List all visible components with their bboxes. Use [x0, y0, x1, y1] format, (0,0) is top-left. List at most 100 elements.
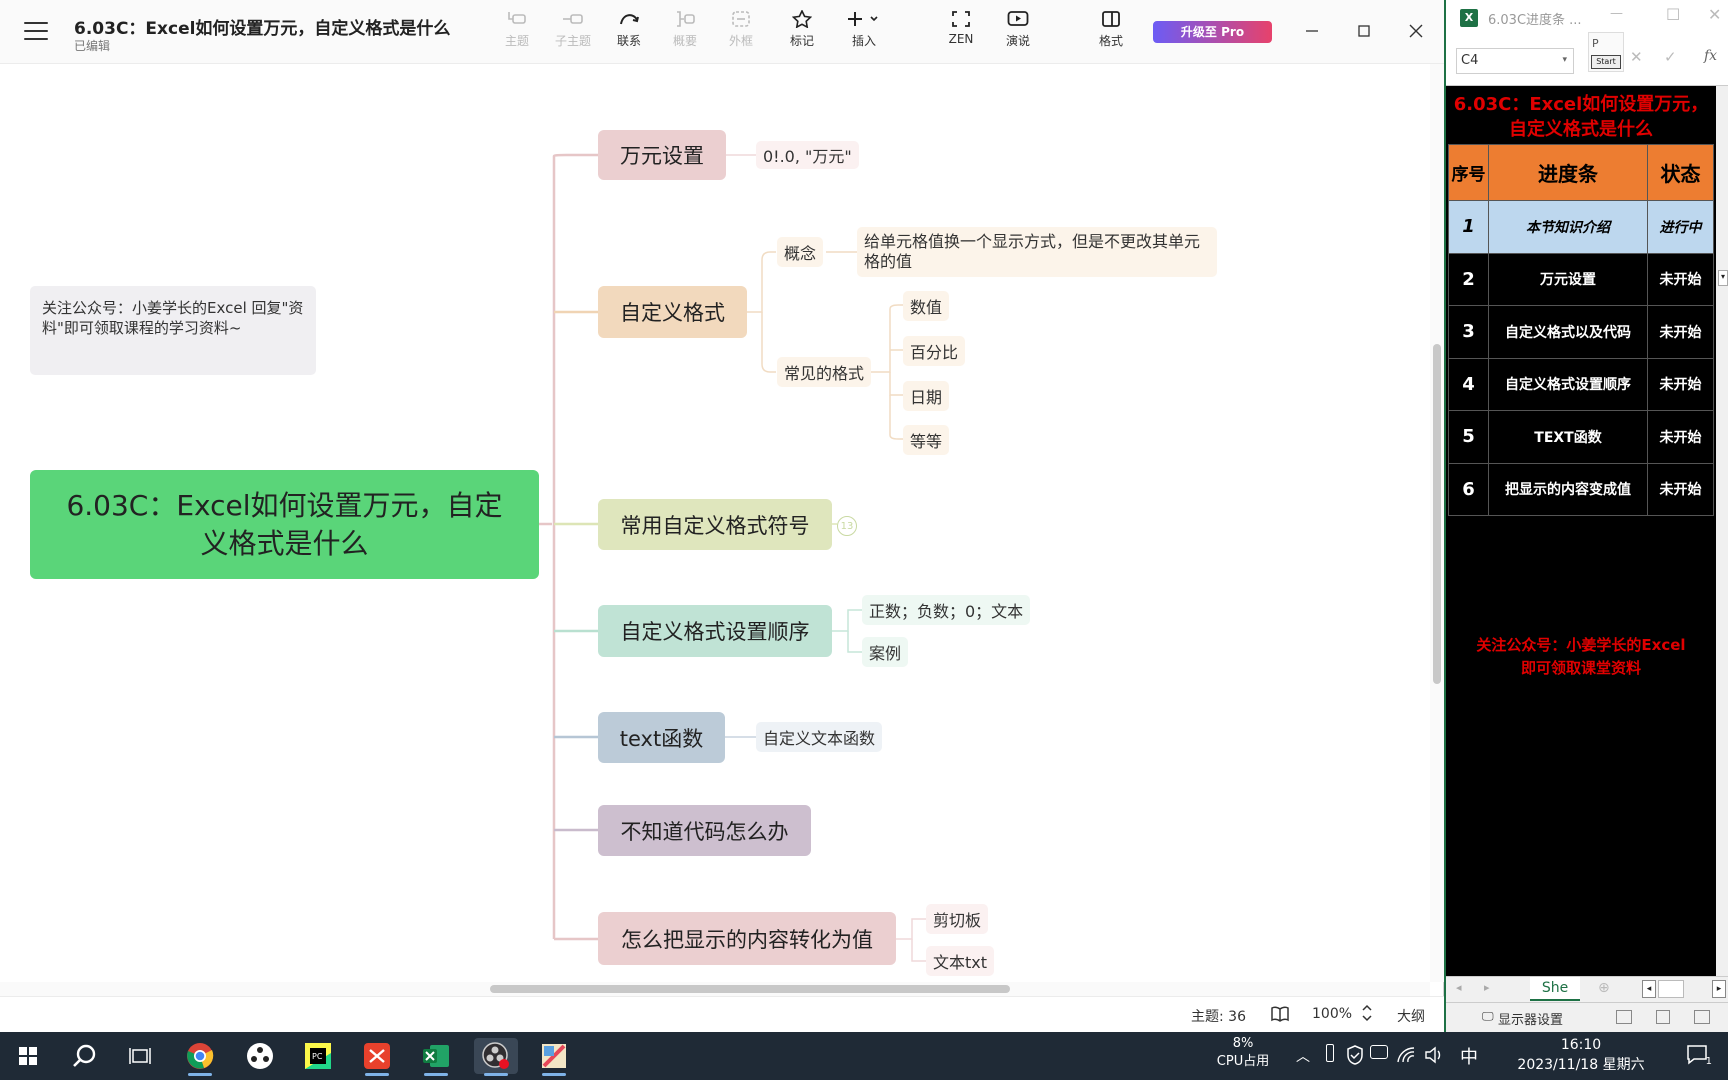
- header-index[interactable]: 序号: [1448, 144, 1489, 201]
- excel-taskbar-button[interactable]: [414, 1038, 458, 1076]
- leaf-wanyuan-format[interactable]: 0!.0, "万元": [756, 141, 859, 169]
- row-item[interactable]: 自定义格式以及代码: [1488, 305, 1648, 359]
- spreadsheet-grid[interactable]: 6.03C：Excel如何设置万元，自定义格式是什么 序号 进度条 状态 1 本…: [1446, 86, 1728, 976]
- display-settings-label[interactable]: 显示器设置: [1498, 1013, 1564, 1028]
- leaf-concept[interactable]: 概念: [777, 237, 824, 267]
- outline-button[interactable]: 大纲: [1397, 1009, 1425, 1025]
- wifi-icon[interactable]: [1396, 1046, 1416, 1064]
- row-index[interactable]: 6: [1448, 462, 1489, 516]
- row-status[interactable]: 未开始: [1647, 410, 1714, 464]
- branch-unknown-code[interactable]: 不知道代码怎么办: [598, 805, 811, 856]
- leaf-format-etc[interactable]: 等等: [903, 425, 950, 455]
- toolbar-topic-button[interactable]: 主题: [489, 10, 545, 49]
- zoom-level[interactable]: 100%: [1312, 1006, 1353, 1022]
- toolbar-relationship-button[interactable]: 联系: [601, 10, 657, 49]
- start-button[interactable]: [6, 1038, 50, 1074]
- search-button[interactable]: [62, 1038, 106, 1074]
- header-progress[interactable]: 进度条: [1488, 144, 1648, 201]
- usb-icon[interactable]: [1326, 1044, 1334, 1062]
- branch-convert-to-value[interactable]: 怎么把显示的内容转化为值: [598, 912, 896, 965]
- row-index[interactable]: 5: [1448, 410, 1489, 464]
- leaf-format-date[interactable]: 日期: [903, 381, 950, 411]
- notification-icon[interactable]: [1686, 1044, 1710, 1066]
- leaf-format-number[interactable]: 数值: [903, 291, 950, 321]
- leaf-format-percent[interactable]: 百分比: [903, 336, 966, 366]
- branch-text-function[interactable]: text函数: [598, 712, 725, 763]
- pycharm-taskbar-button[interactable]: PC: [296, 1038, 340, 1074]
- vertical-scrollbar[interactable]: [1430, 64, 1444, 982]
- scroll-down-arrow-icon[interactable]: ▾: [1718, 270, 1728, 286]
- zoom-stepper-icon[interactable]: [1361, 1003, 1373, 1027]
- leaf-text-file[interactable]: 文本txt: [926, 946, 995, 976]
- outline-book-icon[interactable]: [1270, 1006, 1290, 1026]
- cancel-entry-icon[interactable]: ✕: [1630, 48, 1643, 66]
- clock[interactable]: 16:10 2023/11/18 星期六: [1506, 1035, 1656, 1075]
- wps-taskbar-button[interactable]: [355, 1038, 399, 1076]
- ime-indicator[interactable]: 中: [1460, 1047, 1478, 1068]
- confirm-entry-icon[interactable]: ✓: [1664, 48, 1677, 66]
- chrome-taskbar-button[interactable]: [178, 1038, 222, 1076]
- toolbar-format-button[interactable]: 格式: [1083, 10, 1139, 49]
- row-status[interactable]: 未开始: [1647, 252, 1714, 306]
- app-taskbar-button[interactable]: [238, 1038, 282, 1074]
- excel-vertical-scrollbar[interactable]: ▾: [1716, 86, 1728, 976]
- obs-taskbar-button[interactable]: [474, 1038, 518, 1076]
- mindmap-canvas[interactable]: 关注公众号：小姜学长的Excel 回复"资料"即可领取课程的学习资料~ 6.03…: [0, 64, 1430, 982]
- branch-custom-format[interactable]: 自定义格式: [598, 286, 747, 338]
- toolbar-summary-button[interactable]: 概要: [657, 10, 713, 49]
- leaf-common-formats[interactable]: 常见的格式: [777, 357, 872, 387]
- toolbar-present-button[interactable]: 演说: [990, 10, 1046, 49]
- hscroll-left-arrow-icon[interactable]: ◂: [1642, 980, 1656, 998]
- close-button[interactable]: [1403, 18, 1429, 44]
- row-item[interactable]: 本节知识介绍: [1488, 200, 1648, 254]
- normal-view-icon[interactable]: [1616, 1010, 1632, 1024]
- leaf-order-example[interactable]: 案例: [862, 637, 909, 667]
- row-status[interactable]: 进行中: [1647, 200, 1714, 254]
- menu-icon[interactable]: [24, 22, 48, 42]
- excel-maximize-button[interactable]: ☐: [1666, 5, 1681, 24]
- page-break-icon[interactable]: [1694, 1010, 1710, 1024]
- chevron-up-icon[interactable]: ︿: [1296, 1049, 1310, 1065]
- vertical-scroll-thumb[interactable]: [1433, 344, 1441, 684]
- hscroll-right-arrow-icon[interactable]: ▸: [1712, 980, 1726, 998]
- branch-format-order[interactable]: 自定义格式设置顺序: [598, 605, 832, 657]
- page-layout-icon[interactable]: [1656, 1010, 1670, 1024]
- hscroll-thumb[interactable]: [1658, 980, 1684, 998]
- upgrade-pro-button[interactable]: 升级至 Pro: [1153, 21, 1272, 43]
- tab-scroll-left-icon[interactable]: ◂: [1456, 981, 1462, 994]
- toolbar-subtopic-button[interactable]: 子主题: [545, 10, 601, 49]
- row-status[interactable]: 未开始: [1647, 357, 1714, 411]
- sheet-tab[interactable]: She: [1530, 977, 1580, 1001]
- tab-scroll-right-icon[interactable]: ▸: [1484, 981, 1490, 994]
- toolbar-boundary-button[interactable]: 外框: [713, 10, 769, 49]
- row-index[interactable]: 2: [1448, 252, 1489, 306]
- security-shield-icon[interactable]: [1346, 1045, 1364, 1065]
- follow-note-cell[interactable]: 关注公众号：小姜学长的Excel 即可领取课堂资料: [1446, 634, 1716, 680]
- leaf-custom-text-function[interactable]: 自定义文本函数: [756, 722, 883, 752]
- name-box[interactable]: C4▾: [1456, 48, 1574, 74]
- branch-common-symbols[interactable]: 常用自定义格式符号: [598, 499, 832, 550]
- row-index[interactable]: 1: [1448, 200, 1489, 254]
- row-status[interactable]: 未开始: [1647, 305, 1714, 359]
- toolbar-marker-button[interactable]: 标记: [774, 10, 830, 49]
- collapsed-count-badge[interactable]: 13: [837, 516, 857, 536]
- add-sheet-icon[interactable]: ⊕: [1598, 980, 1610, 996]
- branch-wanyuan[interactable]: 万元设置: [598, 130, 726, 180]
- leaf-order-sections[interactable]: 正数；负数；0；文本: [862, 595, 1031, 625]
- row-item[interactable]: 把显示的内容变成值: [1488, 462, 1648, 516]
- paint-taskbar-button[interactable]: [532, 1038, 576, 1076]
- task-view-button[interactable]: [118, 1038, 162, 1074]
- note-callout[interactable]: 关注公众号：小姜学长的Excel 回复"资料"即可领取课程的学习资料~: [30, 286, 316, 375]
- maximize-button[interactable]: [1351, 18, 1377, 44]
- minimize-button[interactable]: [1299, 18, 1325, 44]
- horizontal-scroll-thumb[interactable]: [490, 985, 1010, 993]
- row-item[interactable]: 万元设置: [1488, 252, 1648, 306]
- row-item[interactable]: 自定义格式设置顺序: [1488, 357, 1648, 411]
- start-button[interactable]: Start: [1591, 55, 1621, 69]
- leaf-concept-desc[interactable]: 给单元格值换一个显示方式，但是不更改其单元格的值: [857, 227, 1217, 277]
- row-index[interactable]: 3: [1448, 305, 1489, 359]
- excel-minimize-button[interactable]: —: [1610, 6, 1623, 21]
- volume-icon[interactable]: [1424, 1046, 1444, 1064]
- toolbar-zen-button[interactable]: ZEN: [933, 10, 989, 46]
- excel-close-button[interactable]: ✕: [1708, 5, 1722, 24]
